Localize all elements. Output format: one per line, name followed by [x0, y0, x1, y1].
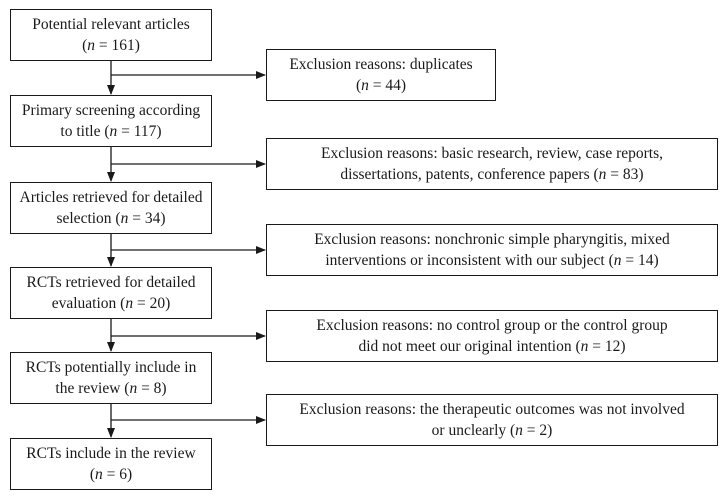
box-text-line2: the review (n = 8)	[55, 380, 167, 397]
exclusion-box-title-screening: Exclusion reasons: basic research, revie…	[266, 138, 718, 190]
box-text-line2: did not meet our original intention (n =…	[358, 338, 626, 355]
box-text-line2: interventions or inconsistent with our s…	[325, 252, 659, 269]
box-text-line1: Exclusion reasons: duplicates	[289, 56, 473, 73]
flow-box-primary-screening: Primary screening according to title (n …	[10, 95, 212, 147]
exclusion-box-outcomes: Exclusion reasons: the therapeutic outco…	[266, 394, 718, 446]
box-text-line1: RCTs include in the review	[26, 445, 196, 462]
box-text-line1: RCTs retrieved for detailed	[26, 274, 196, 291]
flow-box-detailed-selection: Articles retrieved for detailed selectio…	[10, 182, 212, 234]
flow-box-include-in-review: RCTs include in the review (n = 6)	[10, 438, 212, 490]
exclusion-box-selection: Exclusion reasons: nonchronic simple pha…	[266, 224, 718, 276]
box-text-line1: Primary screening according	[21, 102, 201, 119]
flow-box-potentially-include: RCTs potentially include in the review (…	[10, 352, 212, 404]
box-text-line1: Exclusion reasons: basic research, revie…	[320, 145, 663, 162]
box-text-line2: (n = 161)	[82, 37, 140, 54]
box-text-line2: evaluation (n = 20)	[51, 295, 171, 312]
box-text-line2: selection (n = 34)	[56, 210, 166, 227]
box-text-line2: or unclearly (n = 2)	[431, 422, 553, 439]
box-text-line2: to title (n = 117)	[60, 123, 162, 140]
exclusion-box-evaluation: Exclusion reasons: no control group or t…	[266, 310, 718, 362]
box-text-line1: Potential relevant articles	[32, 16, 190, 33]
exclusion-box-duplicates: Exclusion reasons: duplicates (n = 44)	[266, 49, 496, 101]
box-text-line1: RCTs potentially include in	[25, 359, 197, 376]
box-text-line1: Exclusion reasons: nonchronic simple pha…	[314, 231, 670, 248]
box-text-line2: dissertations, patents, conference paper…	[340, 166, 644, 183]
box-text-line2: (n = 6)	[89, 466, 133, 483]
flow-box-potential-articles: Potential relevant articles (n = 161)	[10, 9, 212, 61]
box-text-line1: Exclusion reasons: no control group or t…	[316, 317, 668, 334]
box-text-line2: (n = 44)	[355, 77, 407, 94]
box-text-line1: Articles retrieved for detailed	[19, 189, 203, 206]
flow-box-detailed-evaluation: RCTs retrieved for detailed evaluation (…	[10, 267, 212, 319]
box-text-line1: Exclusion reasons: the therapeutic outco…	[299, 401, 685, 418]
